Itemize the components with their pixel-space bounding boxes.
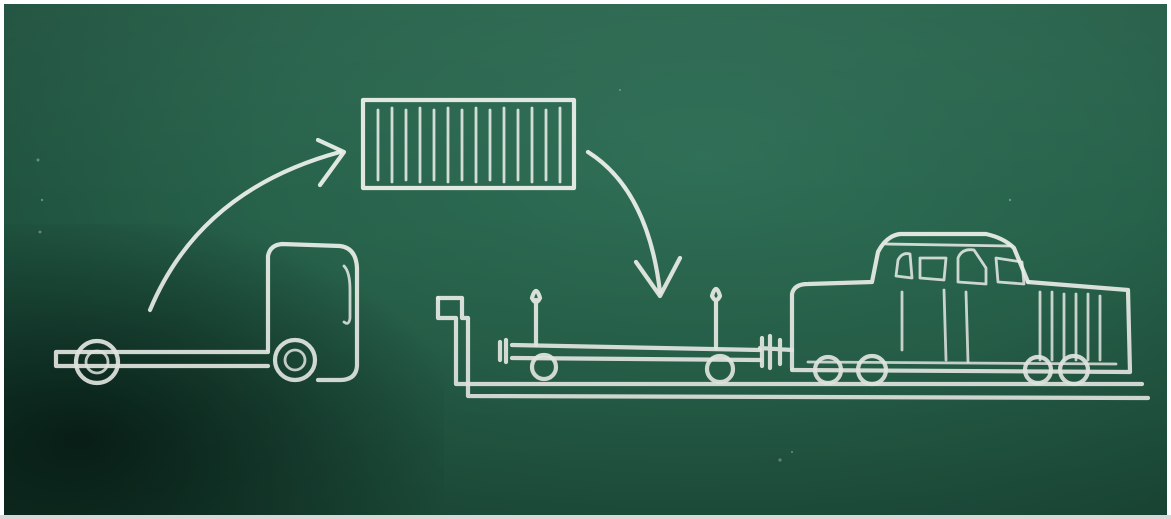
- loco-wheel-3: [1022, 354, 1054, 386]
- wagon-buffer-left: [497, 337, 509, 365]
- container-sketch: [360, 97, 577, 191]
- truck-sketch: [53, 241, 360, 386]
- wagon-wheel-right: [704, 353, 736, 385]
- loco-hood-front: [789, 231, 1031, 371]
- truck-cab: [265, 241, 360, 383]
- loco-wheel-2: [855, 353, 889, 387]
- chalk-dust: [36, 89, 1012, 462]
- truck-cab-window: [342, 264, 352, 325]
- loco-hood-rear: [789, 279, 1133, 375]
- loco-frame: [806, 360, 1118, 366]
- truck-front-wheel: [272, 337, 318, 383]
- chalkboard: [4, 4, 1167, 515]
- rail-track: [435, 295, 1151, 401]
- loco-wheel-4: [1057, 353, 1091, 387]
- loco-wheel-1: [812, 354, 844, 386]
- arrow-container-to-wagon: [585, 149, 683, 299]
- wagon-stake-left: [529, 288, 543, 348]
- wagon-stake-right: [709, 286, 723, 351]
- locomotive-sketch: [789, 231, 1133, 387]
- loco-grille: [1038, 290, 1102, 362]
- truck-rear-hub: [84, 349, 110, 375]
- wagon-deck: [509, 342, 763, 363]
- flat-wagon-sketch: [497, 286, 795, 385]
- chalk-drawing: [36, 89, 1151, 462]
- frame-bottom-edge: [0, 515, 1171, 519]
- arrow-truck-to-container: [147, 137, 347, 313]
- loco-cab-windows: [894, 248, 1026, 286]
- truck-front-hub: [283, 348, 307, 372]
- container-ribs: [376, 106, 562, 184]
- loco-cab-doors: [900, 288, 970, 364]
- truck-rear-wheel: [73, 338, 121, 386]
- loco-roof-line: [884, 242, 1012, 248]
- wagon-wheel-left: [529, 352, 559, 382]
- wagon-coupler: [757, 333, 795, 371]
- truck-chassis: [53, 349, 271, 369]
